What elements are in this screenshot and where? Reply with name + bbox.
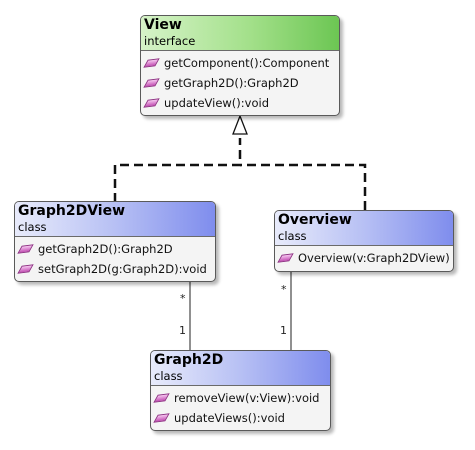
multiplicity-overview-target: 1 [280,324,287,337]
class-overview-header: Overview class [275,211,453,246]
class-view-header: View interface [141,16,339,51]
class-stereotype: class [278,229,307,243]
operation-item[interactable]: Overview(v:Graph2DView) [275,248,453,268]
operation-item[interactable]: getComponent():Component [141,53,339,73]
class-name: Graph2D [154,352,224,368]
class-graph2dview-header: Graph2DView class [15,202,215,237]
operation-label: Overview(v:Graph2DView) [298,251,450,265]
method-icon [143,58,160,68]
method-icon [17,244,34,254]
class-stereotype: class [18,220,47,234]
multiplicity-graph2dview-source: * [180,292,186,305]
operation-label: updateViews():void [174,411,285,425]
class-name: Graph2DView [18,203,126,219]
method-icon [17,264,34,274]
operation-label: updateView():void [164,96,269,110]
class-view[interactable]: View interface getComponent():Component … [140,15,340,116]
class-stereotype: interface [144,34,196,48]
class-stereotype: class [154,369,183,383]
class-name: Overview [278,212,352,228]
operations-list: removeView(v:View):void updateViews():vo… [151,386,330,430]
realization-arrowhead [232,114,248,135]
operation-label: removeView(v:View):void [174,391,320,405]
operation-item[interactable]: getGraph2D():Graph2D [15,239,215,259]
method-icon [143,98,160,108]
realization-overview-view [240,163,367,210]
method-icon [153,393,170,403]
operations-list: getGraph2D():Graph2D setGraph2D(g:Graph2… [15,237,215,281]
class-graph2dview[interactable]: Graph2DView class getGraph2D():Graph2D s… [14,201,216,282]
operation-label: getComponent():Component [164,56,330,70]
class-overview[interactable]: Overview class Overview(v:Graph2DView) [274,210,454,272]
method-icon [153,413,170,423]
operations-list: getComponent():Component getGraph2D():Gr… [141,51,339,115]
operation-item[interactable]: updateViews():void [151,408,330,428]
class-name: View [144,17,182,33]
operation-item[interactable]: updateView():void [141,93,339,113]
operation-item[interactable]: removeView(v:View):void [151,388,330,408]
operation-label: setGraph2D(g:Graph2D):void [38,262,207,276]
method-icon [143,78,160,88]
operation-label: getGraph2D():Graph2D [164,76,299,90]
realization-graph2dview-view [113,138,242,202]
operation-item[interactable]: setGraph2D(g:Graph2D):void [15,259,215,279]
class-graph2d-header: Graph2D class [151,351,330,386]
class-graph2d[interactable]: Graph2D class removeView(v:View):void up… [150,350,331,431]
multiplicity-graph2dview-target: 1 [179,324,186,337]
operation-label: getGraph2D():Graph2D [38,242,173,256]
operations-list: Overview(v:Graph2DView) [275,246,453,270]
method-icon [277,253,294,263]
operation-item[interactable]: getGraph2D():Graph2D [141,73,339,93]
multiplicity-overview-source: * [281,283,287,296]
